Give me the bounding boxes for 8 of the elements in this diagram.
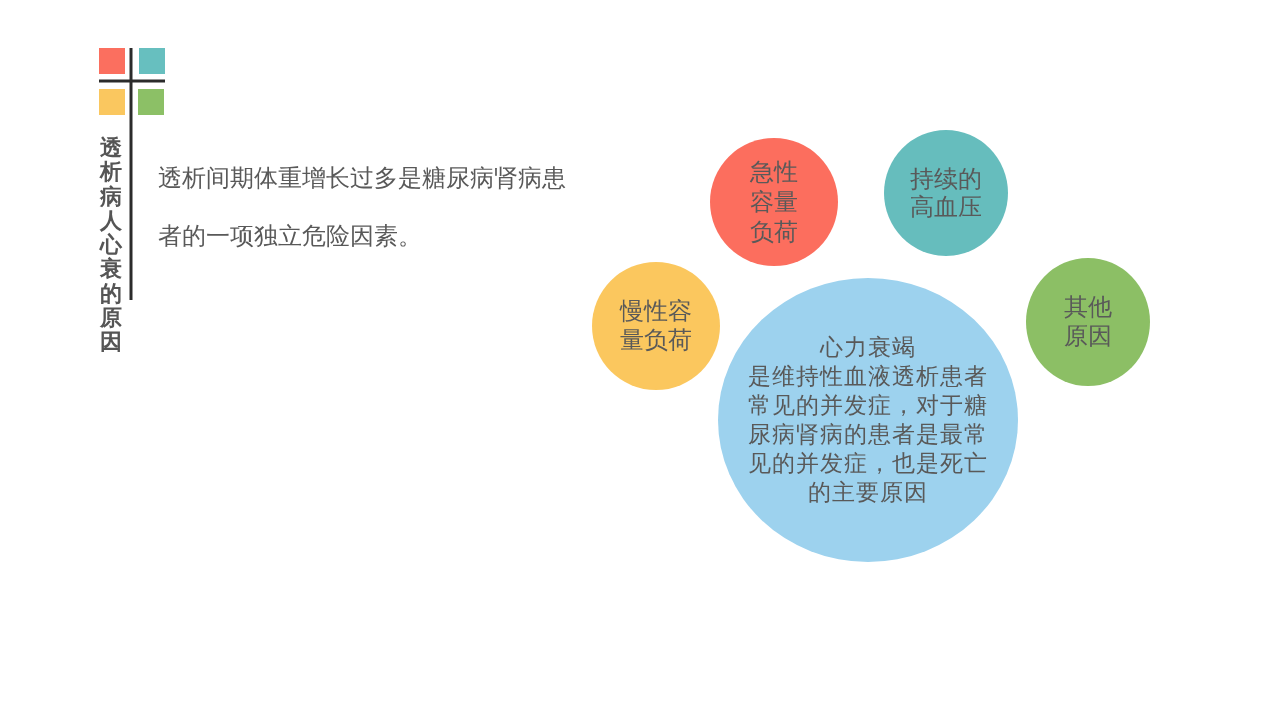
paragraph-text: 透析间期体重增长过多是糖尿病肾病患者的一项独立危险因素。 xyxy=(158,163,567,252)
circle-label: 急性容量负荷 xyxy=(749,157,799,247)
circle-label: 持续的高血压 xyxy=(909,165,983,221)
circle-label: 其他原因 xyxy=(1063,293,1113,351)
circle-body-text: 是维持性血液透析患者常见的并发症，对于糖尿病肾病的患者是最常见的并发症，也是死亡的主要原因 xyxy=(747,362,989,507)
vertical-title: 透析病人心衰的原因 xyxy=(98,136,123,355)
circle-label: 慢性容量负荷 xyxy=(618,297,693,355)
circle-heading: 心力衰竭 xyxy=(819,333,917,362)
